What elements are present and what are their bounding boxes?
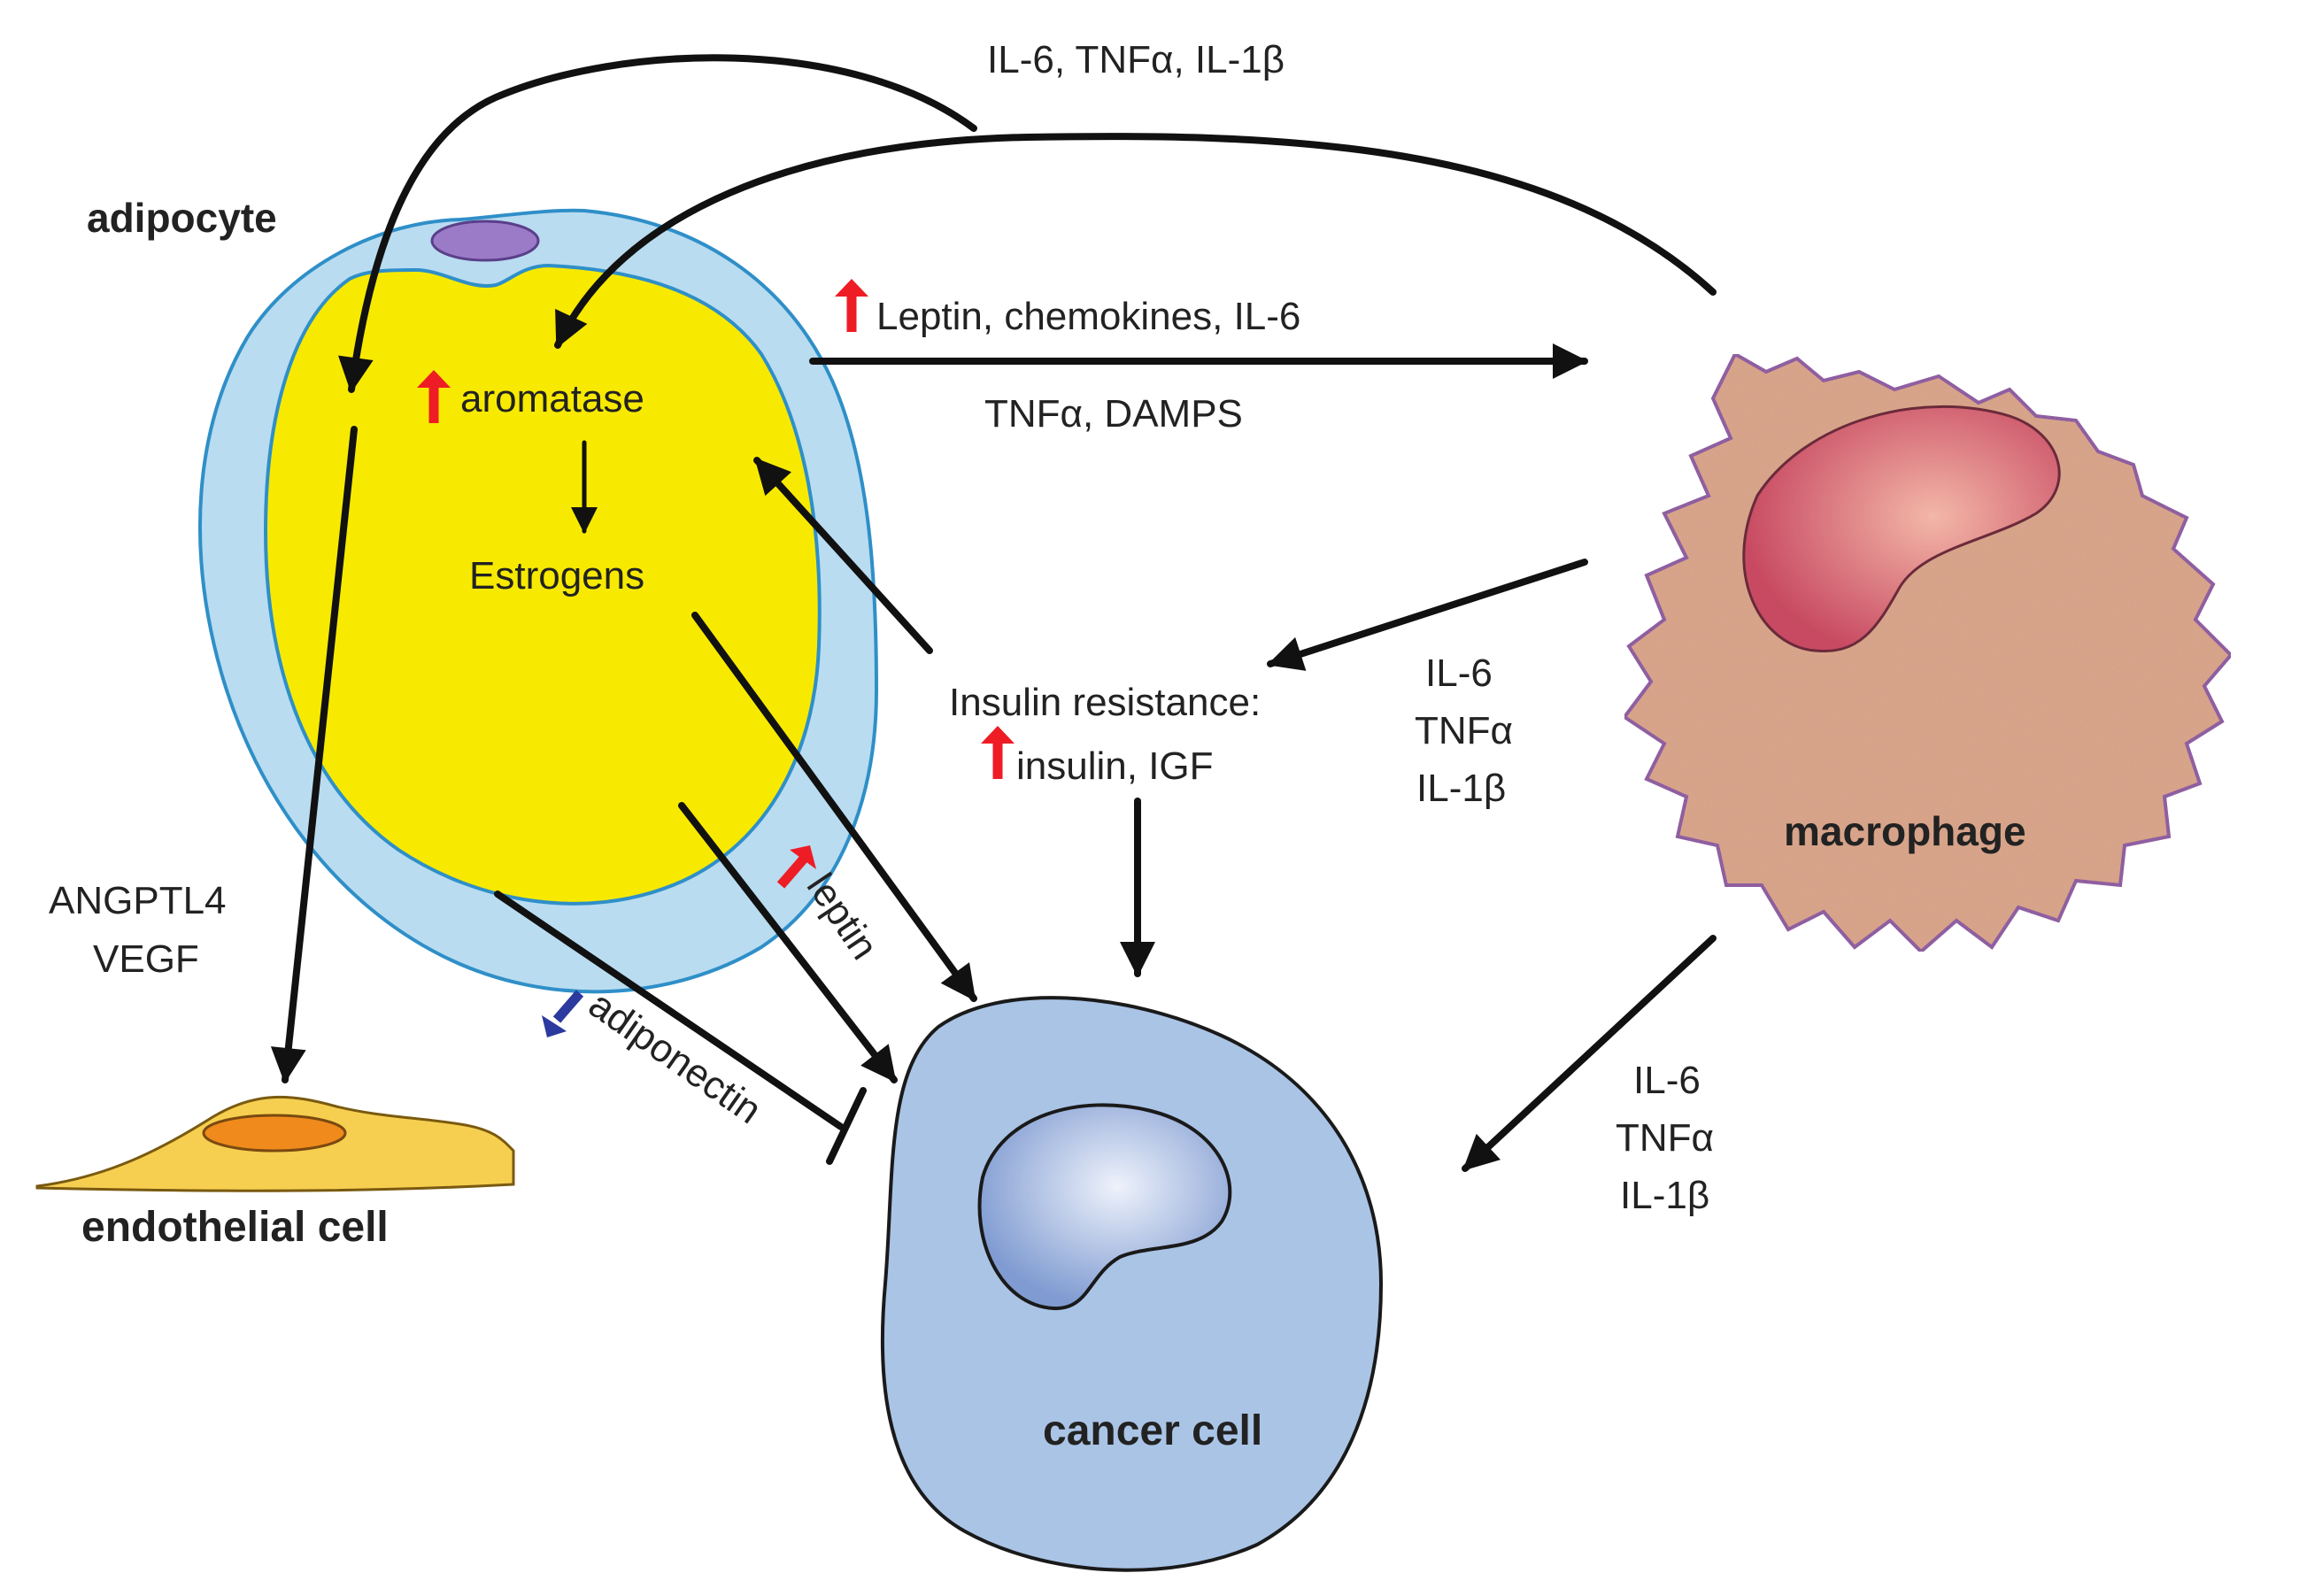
macrophage-label: macrophage bbox=[1784, 808, 2026, 854]
leptin-chemokines-label: Leptin, chemokines, IL-6 bbox=[876, 295, 1300, 338]
cancer-cell-label: cancer cell bbox=[1043, 1407, 1262, 1454]
estrogens-label: Estrogens bbox=[469, 554, 644, 598]
edge-macrophage-to-insulin bbox=[1267, 559, 1588, 671]
up-arrow-icon bbox=[776, 845, 816, 889]
endothelial-cell-label: endothelial cell bbox=[81, 1204, 389, 1251]
edge-leptin-to-cancer bbox=[678, 802, 898, 1083]
endothelial-nucleus bbox=[202, 1114, 347, 1153]
up-arrow-icon bbox=[981, 726, 1015, 779]
adipocyte-lipid-droplet bbox=[263, 263, 822, 906]
mac-mid-cytokine-1: IL-6 bbox=[1425, 652, 1493, 695]
edge-insulin-to-aromatase bbox=[753, 457, 933, 654]
adipocyte-cell bbox=[198, 208, 879, 994]
aromatase-label: aromatase bbox=[460, 377, 644, 420]
cancer-body bbox=[880, 996, 1384, 1572]
adipocyte-label: adipocyte bbox=[87, 195, 277, 241]
tnf-damps-label: TNFα, DAMPS bbox=[984, 392, 1243, 436]
leptin-label: leptin bbox=[799, 866, 886, 968]
edge-cytokines-to-adipocyte-arc bbox=[338, 54, 977, 393]
macrophage-nucleus bbox=[1742, 405, 2061, 653]
down-arrow-icon bbox=[542, 990, 584, 1037]
edge-estrogens-to-cancer bbox=[691, 612, 977, 1002]
macrophage-cell bbox=[1622, 351, 2234, 954]
up-arrow-icon bbox=[835, 279, 868, 332]
endothelial-cell bbox=[35, 1095, 515, 1192]
up-arrow-icon bbox=[417, 370, 451, 423]
mac-bottom-cytokine-2: TNFα bbox=[1616, 1116, 1714, 1160]
edge-adiponectin-inhibit-bar bbox=[826, 1087, 867, 1165]
insulin-igf-label: insulin, IGF bbox=[1016, 744, 1214, 788]
edge-macrophage-to-cancer bbox=[1462, 935, 1717, 1172]
vegf-label: VEGF bbox=[93, 937, 199, 981]
edge-macrophage-to-aromatase-arc bbox=[554, 133, 1717, 349]
edge-adipocyte-to-endothelial bbox=[270, 426, 358, 1083]
insulin-resistance-label: Insulin resistance: bbox=[949, 681, 1261, 724]
angptl4-label: ANGPTL4 bbox=[49, 879, 227, 922]
edge-adiponectin-inhibits-cancer bbox=[494, 891, 845, 1130]
mac-bottom-cytokine-1: IL-6 bbox=[1633, 1059, 1701, 1102]
mac-mid-cytokine-2: TNFα bbox=[1415, 709, 1513, 752]
top-cytokines-label: IL-6, TNFα, IL-1β bbox=[987, 38, 1285, 81]
mac-bottom-cytokine-3: IL-1β bbox=[1620, 1174, 1709, 1217]
cancer-nucleus bbox=[977, 1103, 1232, 1311]
adipocyte-nucleus bbox=[430, 220, 540, 262]
cancer-cell bbox=[880, 996, 1384, 1572]
mac-mid-cytokine-3: IL-1β bbox=[1416, 767, 1506, 810]
